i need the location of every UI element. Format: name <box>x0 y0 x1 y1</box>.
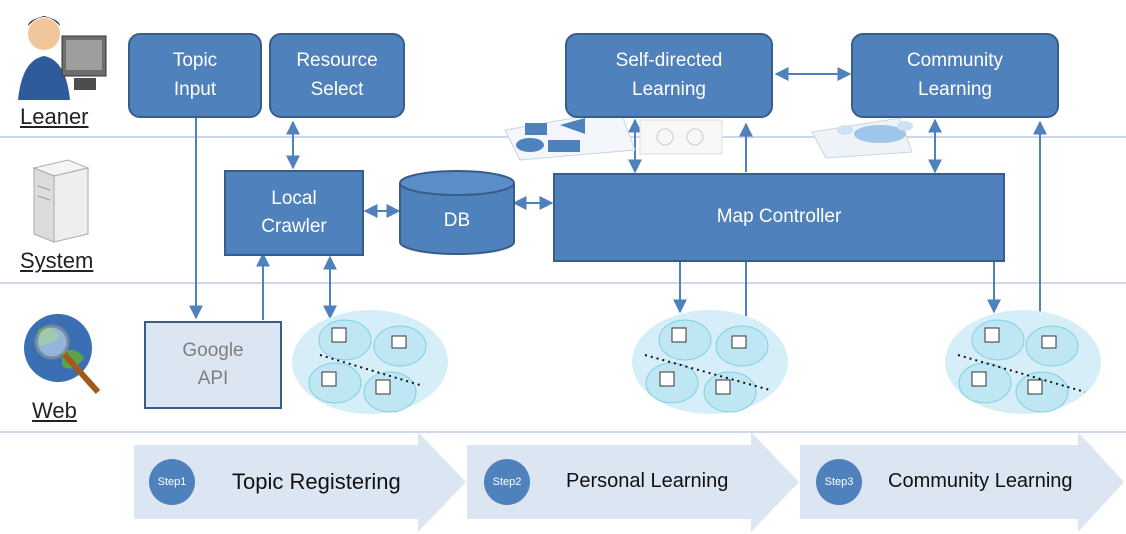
map-sketch-icon <box>811 117 913 159</box>
lane-label-web: Web <box>32 398 77 423</box>
step1-label: Topic Registering <box>232 469 401 494</box>
knowledge-map-icon <box>292 310 448 414</box>
step1-badge: Step1 <box>149 459 195 505</box>
db-label: DB <box>443 210 471 231</box>
step3-label: Community Learning <box>888 470 1073 492</box>
lane-label-learner: Leaner <box>20 104 89 129</box>
community-learning-box[interactable]: Community Learning <box>851 33 1059 118</box>
self-directed-learning-box[interactable]: Self-directed Learning <box>565 33 773 118</box>
map-sketch-icon <box>639 119 723 155</box>
connectors <box>189 67 1047 330</box>
map-controller-box: Map Controller <box>553 173 1005 262</box>
google-api-box: Google API <box>144 321 282 409</box>
shapes-icon <box>504 109 636 161</box>
server-icon <box>32 159 90 243</box>
knowledge-map-icon <box>945 310 1101 414</box>
step-arrows <box>134 432 1124 532</box>
step2-label: Personal Learning <box>566 470 729 492</box>
globe-icon <box>24 314 101 395</box>
lane-label-system: System <box>20 248 94 273</box>
topic-input-box[interactable]: Topic Input <box>128 33 262 118</box>
step3-badge: Step3 <box>816 459 862 505</box>
local-crawler-box: Local Crawler <box>224 170 364 256</box>
step2-badge: Step2 <box>484 459 530 505</box>
learner-icon <box>18 16 107 100</box>
resource-select-box[interactable]: Resource Select <box>269 33 405 118</box>
db-cylinder <box>399 170 515 255</box>
knowledge-map-icon <box>632 310 788 414</box>
